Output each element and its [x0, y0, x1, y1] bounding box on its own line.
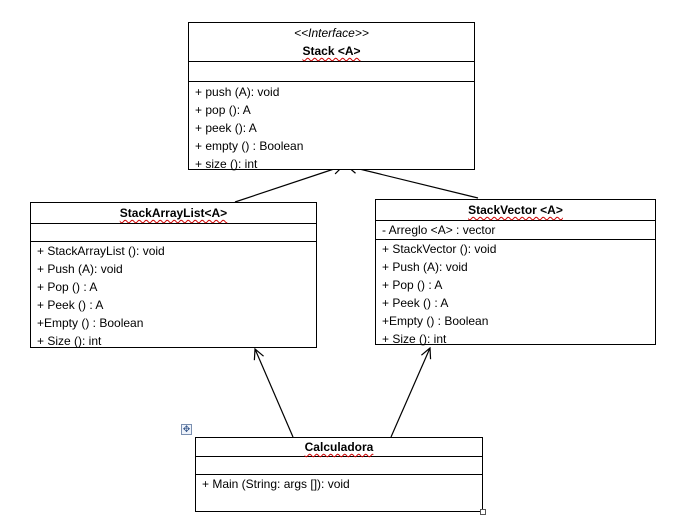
attributes-section-calculadora — [196, 457, 482, 475]
class-header-calculadora: Calculadora — [196, 438, 482, 457]
class-header-stackvector: StackVector <A> — [376, 200, 655, 221]
dependency-arrow-calculadora-stackvector — [390, 348, 430, 438]
class-box-stackarraylist[interactable]: StackArrayList<A> + StackArrayList (): v… — [30, 202, 317, 348]
class-header-stack: <<Interface>> Stack <A> — [189, 23, 474, 62]
method-row: +Empty () : Boolean — [382, 314, 489, 328]
class-name-stackarraylist: StackArrayList<A> — [119, 206, 228, 220]
resize-handle-icon[interactable] — [480, 509, 486, 515]
class-name-calculadora: Calculadora — [304, 440, 374, 454]
methods-section-stackarraylist: + StackArrayList (): void + Push (A): vo… — [31, 242, 316, 350]
class-box-calculadora[interactable]: Calculadora + Main (String: args []): vo… — [195, 437, 483, 512]
methods-section-stackvector: + StackVector (): void + Push (A): void … — [376, 240, 655, 348]
method-row: + Pop () : A — [37, 280, 98, 294]
method-row: + push (A): void — [195, 85, 280, 99]
realization-arrow-stackvector — [347, 166, 479, 199]
attributes-section-stackvector: - Arreglo <A> : vector — [376, 221, 655, 240]
class-box-stack[interactable]: <<Interface>> Stack <A> + push (A): void… — [188, 22, 475, 173]
method-row: + empty () : Boolean — [195, 139, 304, 153]
method-row: +Empty () : Boolean — [37, 316, 144, 330]
method-row: + StackArrayList (): void — [37, 244, 165, 258]
method-row: + StackVector (): void — [382, 242, 497, 256]
move-handle-icon[interactable]: ✥ — [181, 424, 192, 435]
method-row: + Peek () : A — [37, 298, 104, 312]
method-row: + Pop () : A — [382, 278, 443, 292]
method-row: + Main (String: args []): void — [202, 477, 350, 491]
method-row: + Size (): int — [37, 334, 102, 348]
stereotype-label: <<Interface>> — [294, 26, 369, 40]
dependency-arrow-calculadora-stackarraylist — [255, 349, 294, 438]
class-header-stackarraylist: StackArrayList<A> — [31, 203, 316, 224]
attributes-section-stackarraylist — [31, 224, 316, 242]
class-name-stackvector: StackVector <A> — [468, 203, 563, 217]
method-row: + peek (): A — [195, 121, 257, 135]
methods-section-calculadora: + Main (String: args []): void — [196, 475, 482, 493]
methods-section-stack: + push (A): void + pop (): A + peek (): … — [189, 82, 474, 173]
class-name-stack: Stack <A> — [302, 44, 361, 58]
attributes-section-stack — [189, 62, 474, 82]
method-row: + Peek () : A — [382, 296, 449, 310]
method-row: + Push (A): void — [37, 262, 123, 276]
method-row: + Push (A): void — [382, 260, 468, 274]
method-row: + size (): int — [195, 157, 258, 171]
class-box-stackvector[interactable]: StackVector <A> - Arreglo <A> : vector +… — [375, 199, 656, 348]
attribute-row: - Arreglo <A> : vector — [382, 223, 496, 237]
method-row: + pop (): A — [195, 103, 251, 117]
method-row: + Size (): int — [382, 332, 447, 346]
realization-arrow-stackarraylist — [234, 166, 343, 203]
